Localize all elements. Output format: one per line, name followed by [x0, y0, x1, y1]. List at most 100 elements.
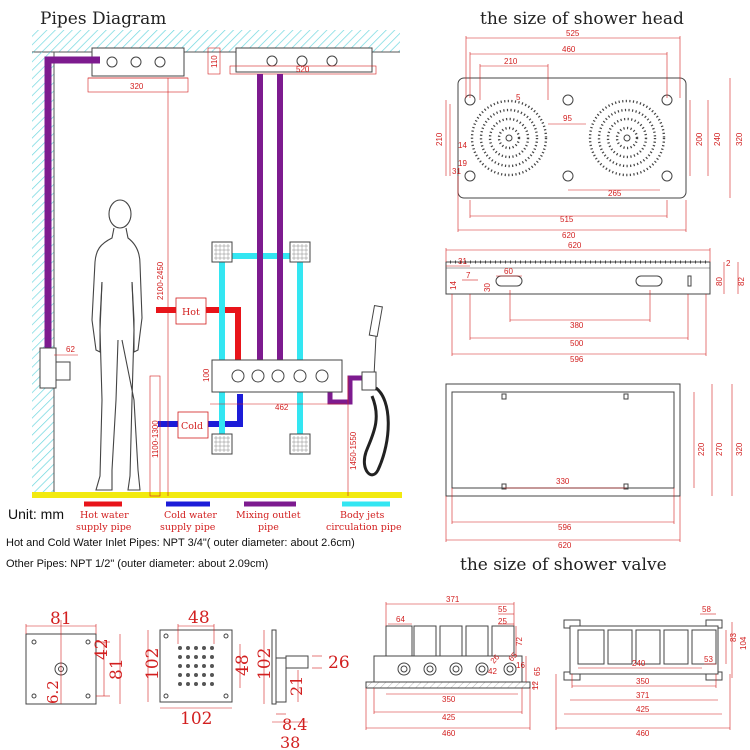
dim-62: 62: [66, 345, 75, 354]
bjf-dim-102-bottom: 102: [180, 709, 212, 729]
shower-head-title: the size of shower head: [480, 9, 684, 29]
dim-525: 525: [566, 29, 580, 38]
vt-dim-58: 58: [702, 605, 711, 614]
vf-dim-460: 460: [442, 729, 456, 738]
body-jet-side-view: 102 26 21 8.4 38: [255, 629, 350, 750]
back-dim-270: 270: [715, 442, 724, 456]
ceiling-box-right: [235, 47, 373, 73]
bjs-dim-8-4: 8.4: [282, 715, 307, 734]
side-dim-500: 500: [570, 339, 584, 348]
bjb-dim-81: 81: [50, 609, 72, 629]
back-dim-220: 220: [697, 442, 706, 456]
dim-1100-1300: 1100-1300: [151, 420, 160, 458]
vf-dim-65: 65: [533, 667, 542, 676]
body-jet-back-view: 81 42 81 6.2: [25, 609, 127, 705]
bjf-dim-102: 102: [143, 648, 163, 680]
side-dim-14: 14: [449, 281, 458, 290]
dim-5: 5: [516, 93, 521, 102]
pipes-diagram-title: Pipes Diagram: [40, 9, 166, 29]
vf-dim-12: 12: [531, 681, 540, 690]
legend-mixing-line1: Mixing outlet: [236, 510, 301, 521]
hot-label: Hot: [182, 307, 200, 318]
ceiling-hatch: [32, 30, 400, 52]
valve-body: [211, 359, 343, 393]
dim-100: 100: [202, 368, 211, 382]
dim-210: 210: [504, 57, 518, 66]
bjs-dim-102: 102: [255, 648, 275, 680]
vf-dim-350: 350: [442, 695, 456, 704]
dim-320-ceiling: 320: [130, 82, 144, 91]
other-pipes-note: Other Pipes: NPT 1/2" (outer diameter: a…: [6, 558, 268, 570]
human-figure: [91, 199, 143, 491]
vf-dim-25: 25: [498, 617, 507, 626]
dim-515: 515: [560, 215, 574, 224]
mixing-pipe-handshower: [327, 375, 364, 405]
dim-520: 520: [296, 65, 310, 74]
legend-hot-line1: Hot water: [80, 510, 129, 521]
vt-dim-371: 371: [636, 691, 650, 700]
vf-dim-72: 72: [515, 637, 524, 646]
hand-shower: [361, 304, 390, 477]
bjf-dim-48: 48: [188, 608, 210, 628]
bjb-dim-6-2: 6.2: [44, 680, 62, 704]
back-dim-596: 596: [558, 523, 572, 532]
side-dim-82: 82: [737, 277, 746, 286]
vf-dim-55: 55: [498, 605, 507, 614]
legend-cold-line2: supply pipe: [160, 522, 216, 533]
dim-31: 31: [452, 167, 461, 176]
bjb-dim-81-vertical: 81: [107, 658, 127, 680]
dim-320: 320: [735, 132, 744, 146]
rain-disc-left: [470, 99, 548, 177]
shower-valve-title: the size of shower valve: [460, 555, 667, 575]
bjs-dim-21: 21: [287, 676, 306, 696]
body-jet-front-view: 48 102 48 102: [143, 608, 253, 729]
bjs-dim-26: 26: [328, 653, 350, 673]
dim-462: 462: [275, 403, 289, 412]
dim-460: 460: [562, 45, 576, 54]
vt-dim-83: 83: [729, 633, 738, 642]
bjf-dim-48-vertical: 48: [233, 654, 253, 676]
back-dim-320: 320: [735, 442, 744, 456]
legend-bodyjet-line1: Body jets: [340, 510, 385, 521]
vt-dim-240: 240: [632, 659, 646, 668]
valve-top-view: 58 83 104 53 240 350 371 425 460: [555, 605, 748, 738]
side-dim-31: 31: [458, 257, 467, 266]
dim-210-vertical: 210: [435, 132, 444, 146]
vf-dim-42: 42: [488, 667, 497, 676]
inlet-pipes-note: Hot and Cold Water Inlet Pipes: NPT 3/4"…: [6, 537, 355, 549]
vt-dim-53: 53: [704, 655, 713, 664]
valve-front-view: 371 64 55 25 72 65 12 26 42 65 16 350 42…: [365, 595, 542, 738]
vt-dim-104: 104: [739, 636, 748, 650]
vt-dim-425: 425: [636, 705, 650, 714]
dim-95: 95: [563, 114, 572, 123]
side-dim-60: 60: [504, 267, 513, 276]
dim-200: 200: [695, 132, 704, 146]
dim-2100-2450: 2100-2450: [156, 261, 165, 300]
back-dim-330: 330: [556, 477, 570, 486]
floor-line: [32, 492, 402, 498]
side-dim-380: 380: [570, 321, 584, 330]
vt-dim-350: 350: [636, 677, 650, 686]
legend-mixing-line2: pipe: [258, 522, 279, 533]
shower-head-side-view: 620 31 7 14 2 60 30 80 82 380 500 596: [445, 241, 746, 364]
legend: Unit: mm Hot water supply pipe Cold wate…: [8, 501, 402, 533]
pipes-diagram: 320 110 520 62 Hot Cold: [32, 30, 402, 498]
body-jet-nozzles: [211, 241, 311, 455]
back-dim-620: 620: [558, 541, 572, 550]
shower-head-top-view: 525 460 210 5 95 210 14 19 31 265 200 24…: [435, 29, 744, 240]
legend-cold-line1: Cold water: [164, 510, 217, 521]
dim-1450-1550: 1450-1550: [349, 431, 358, 470]
side-dim-7: 7: [466, 271, 471, 280]
side-dim-80: 80: [715, 277, 724, 286]
ceiling-box-left: [91, 47, 185, 77]
bjb-dim-42: 42: [92, 638, 112, 660]
cold-label: Cold: [181, 421, 203, 432]
side-dim-596: 596: [570, 355, 584, 364]
nozzle-grid: [178, 646, 214, 686]
dim-620: 620: [562, 231, 576, 240]
vt-dim-460: 460: [636, 729, 650, 738]
unit-label: Unit: mm: [8, 506, 64, 522]
dim-19: 19: [458, 159, 467, 168]
dim-14: 14: [458, 141, 467, 150]
